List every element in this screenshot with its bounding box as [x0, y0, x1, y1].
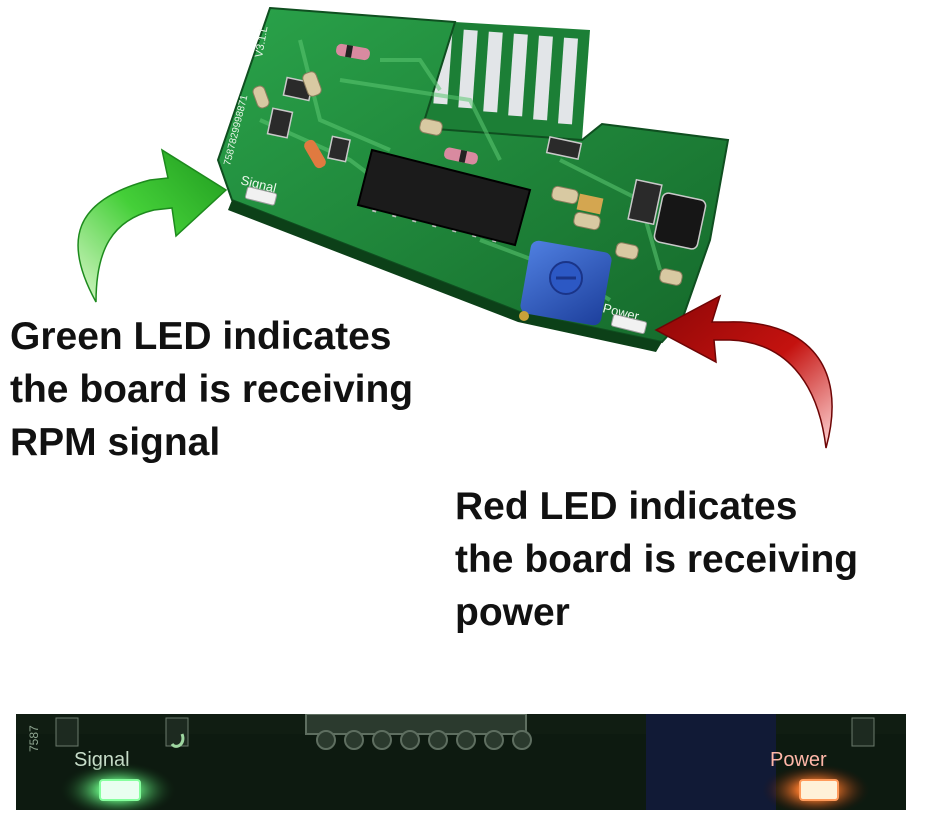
red-led-caption: Red LED indicates the board is receiving… [455, 480, 858, 639]
version-mark: V3.1.L [253, 25, 270, 58]
diode [444, 147, 478, 165]
caption-line: Green LED indicates [10, 315, 392, 358]
curved-arrow-right-icon [77, 148, 228, 303]
power-led-lit [799, 779, 839, 801]
caption-line: the board is receiving [10, 368, 414, 411]
signal-led [244, 186, 278, 206]
ic-chip [356, 148, 532, 247]
edge-connector [422, 22, 590, 140]
caption-line: the board is receiving [455, 538, 859, 581]
curved-arrow-left-icon [654, 294, 833, 449]
lit-led-photo: 7587 Signal Power [16, 714, 906, 810]
diode [304, 139, 326, 169]
green-led-caption: Green LED indicates the board is receivi… [10, 310, 413, 469]
caption-line: Red LED indicates [455, 485, 798, 528]
diode [336, 43, 370, 61]
circuit-board: V3.1.L 7587829998871 Signal Power [216, 6, 730, 352]
strip-serial-fragment: 7587 [27, 725, 41, 752]
trim-potentiometer [519, 240, 612, 326]
power-led [610, 313, 648, 335]
caption-line: power [455, 591, 570, 634]
signal-led-lit [99, 779, 141, 801]
caption-line: RPM signal [10, 421, 221, 464]
